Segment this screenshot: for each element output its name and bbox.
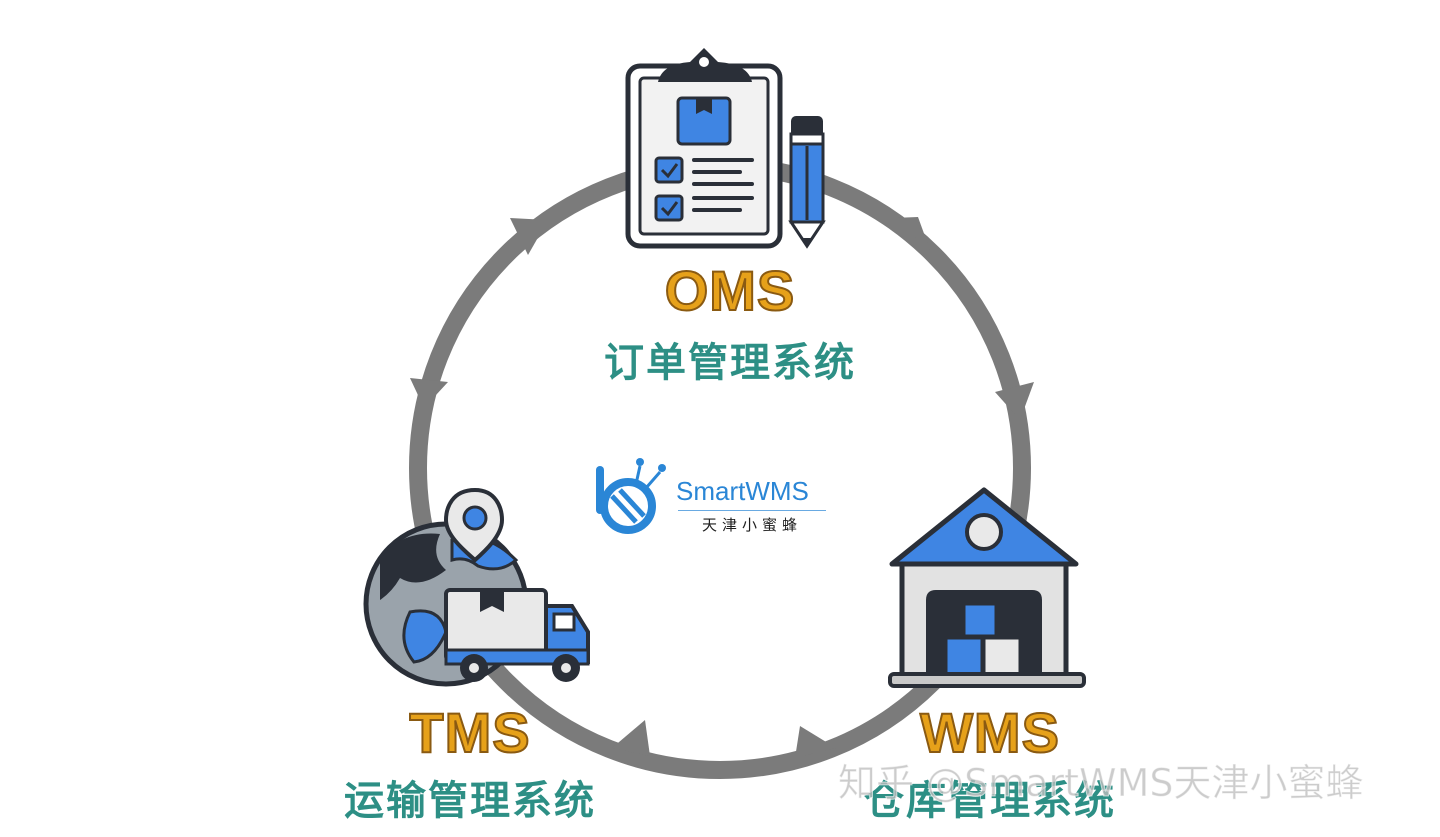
pencil-icon (788, 116, 826, 249)
clipboard-checklist-icon (625, 48, 783, 249)
logo-subtitle-text: 天津小蜜蜂 (702, 516, 803, 534)
cycle-arrows (410, 217, 1034, 758)
smartwms-logo-mark (596, 458, 666, 534)
oms-name-label: 订单管理系统 (604, 340, 856, 386)
warehouse-icon (888, 487, 1086, 688)
wms-code-label: WMS (919, 700, 1060, 765)
arrow-bottom-right (795, 726, 836, 758)
wms-name-label: 仓库管理系统 (864, 778, 1116, 824)
arrow-left-mid (410, 378, 448, 408)
tms-name-label: 运输管理系统 (344, 778, 596, 824)
truck-icon (444, 588, 590, 682)
zhihu-watermark: 知乎 @SmartWMS天津小蜜蜂 (838, 761, 1365, 806)
location-pin-icon (443, 487, 505, 563)
oms-code-label: OMS (664, 258, 796, 323)
arrow-right-top (893, 217, 930, 250)
arrow-bottom-left (612, 720, 650, 756)
logo-divider (678, 510, 826, 511)
arrow-left-top (510, 218, 548, 255)
logo-brand-text: SmartWMS (676, 476, 809, 506)
center-logo: SmartWMS 天津小蜜蜂 (676, 476, 826, 535)
arrow-right-mid (995, 382, 1034, 420)
tms-code-label: TMS (408, 700, 531, 765)
